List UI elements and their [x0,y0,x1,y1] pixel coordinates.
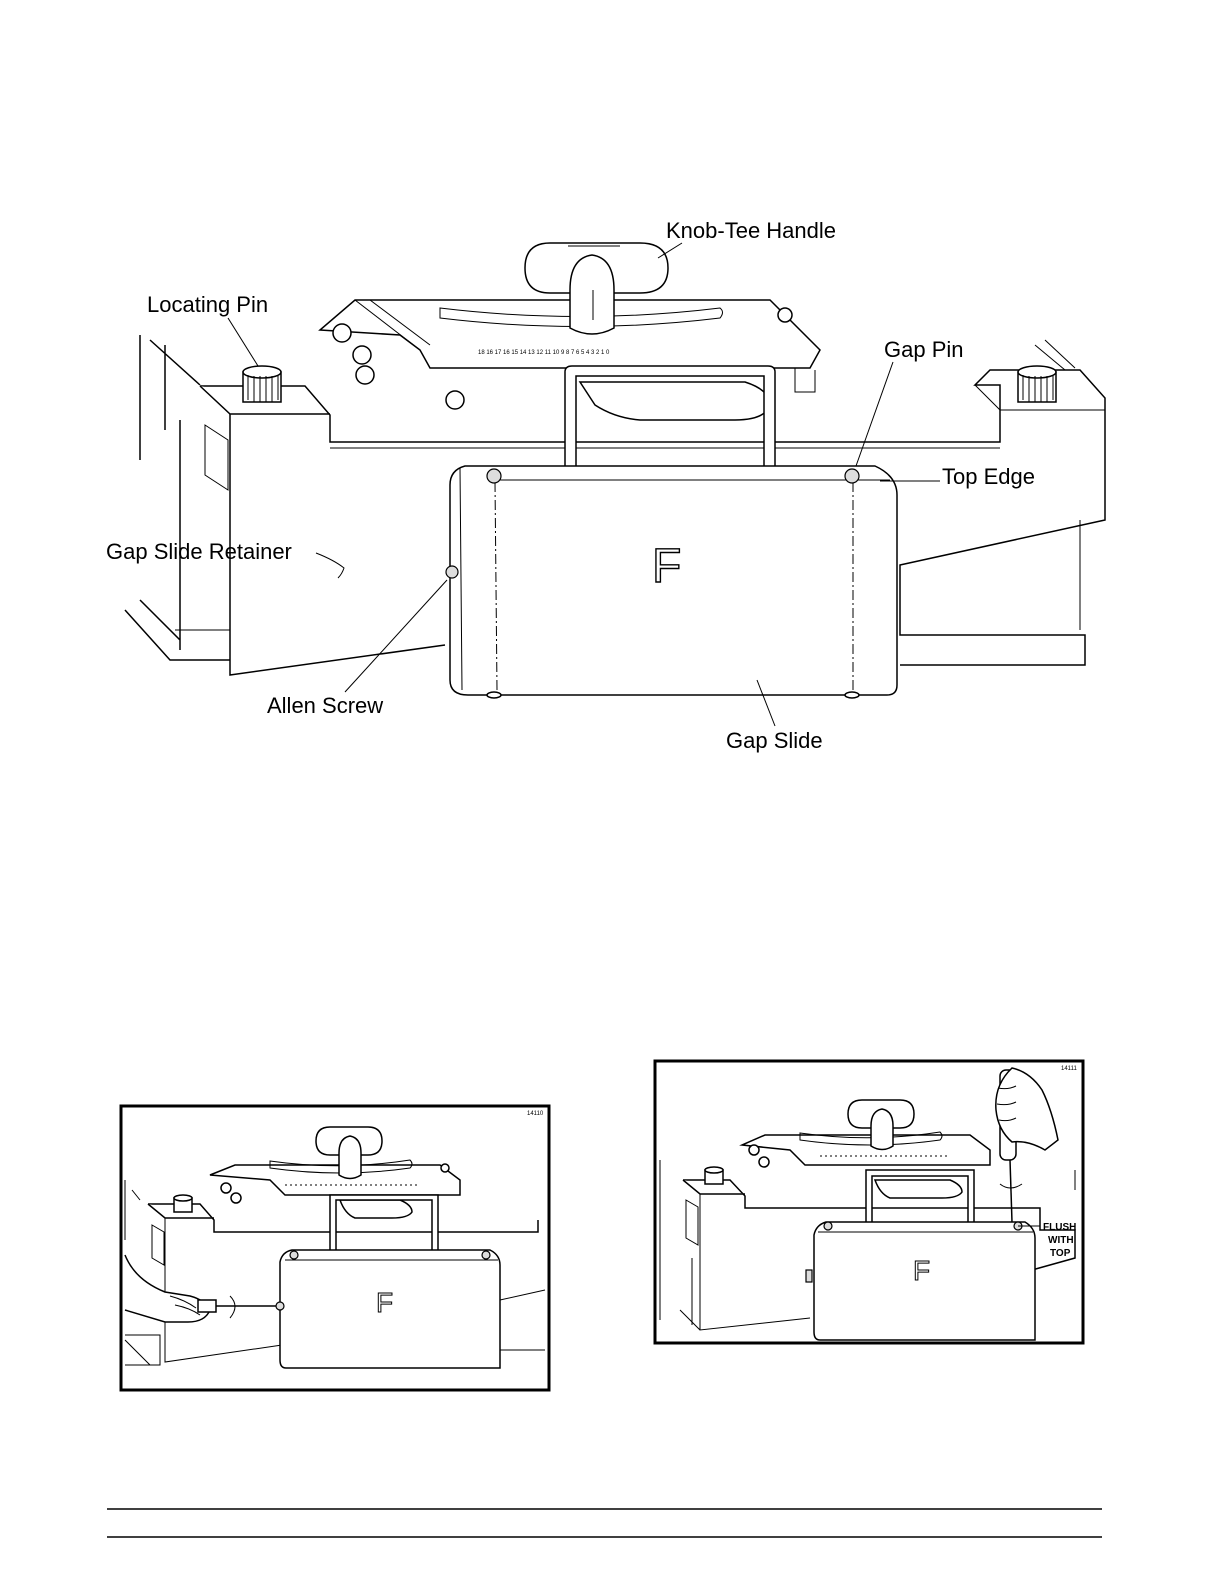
locating-pin-label: Locating Pin [147,292,268,317]
gap-pin [845,469,859,483]
figure-left: 14110 F [121,1106,549,1390]
callout-line-1: FLUSH [1043,1222,1076,1233]
figure-ref-number: 14111 [1061,1066,1077,1072]
knob-tee-handle-label: Knob-Tee Handle [666,218,836,243]
main-figure: 18 16 17 16 15 14 13 12 11 10 9 8 7 6 5 … [106,218,1105,753]
callout-line-2: WITH [1048,1235,1074,1246]
locating-pin-right [1018,366,1056,402]
plate-screw [446,391,464,409]
gap-pin-label: Gap Pin [884,337,964,362]
slide-letter: F [913,1255,930,1286]
callout-line-3: TOP [1050,1248,1071,1259]
plate-screw [356,366,374,384]
slide-paddle [580,382,770,420]
plate-screw [333,324,351,342]
gap-pin-left [487,469,501,483]
slide-letter: F [652,540,681,593]
footer-rules [107,1509,1102,1537]
figure-right: 14111 F [655,1061,1083,1343]
scale-numbers: 18 16 17 16 15 14 13 12 11 10 9 8 7 6 5 … [478,350,610,356]
allen-screw [446,566,458,578]
gap-slide-label: Gap Slide [726,728,823,753]
plate-screw [778,308,792,322]
allen-screw-label: Allen Screw [267,693,383,718]
figure-ref-number: 14110 [527,1111,544,1117]
locating-pin-left [243,366,281,402]
gap-slide: F [446,466,897,698]
plate-screw [353,346,371,364]
gap-slide-retainer-label: Gap Slide Retainer [106,539,292,564]
top-edge-label: Top Edge [942,464,1035,489]
slide-letter: F [376,1287,393,1318]
